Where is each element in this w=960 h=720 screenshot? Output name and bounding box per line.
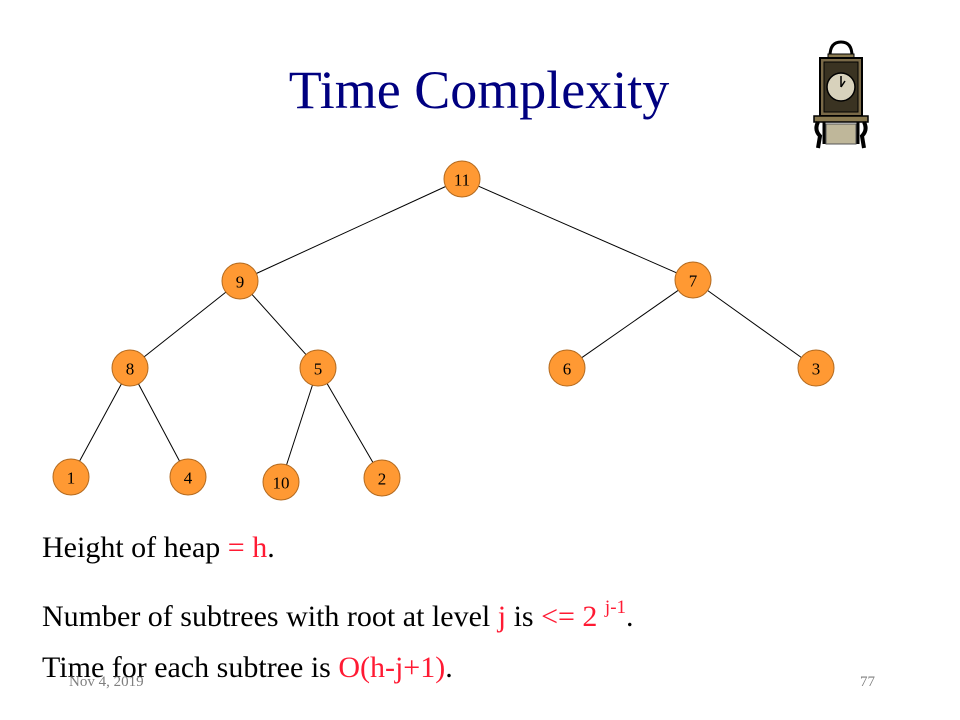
tree-node-circle (797, 349, 835, 387)
tree-node-circle (221, 262, 259, 300)
tree-edge-n9-n8 (143, 291, 227, 358)
bullet-time-value: O(h-j+1) (338, 651, 446, 684)
tree-node-3: 3 (797, 349, 835, 387)
slide-title: Time Complexity (288, 60, 670, 120)
tree-node-label: 1 (67, 469, 76, 488)
tree-node-8: 8 (111, 349, 149, 387)
bullet-subtrees-level: j (497, 600, 507, 633)
bullet-subtrees-mid: is (506, 600, 542, 633)
footer-date: Nov 4, 2019 (69, 674, 144, 690)
tree-node-label: 2 (378, 470, 387, 489)
tree-node-label: 11 (454, 171, 470, 190)
tree-node-label: 6 (563, 360, 572, 379)
bullet-list: Height of heap = h. Number of subtrees w… (42, 518, 634, 698)
tree-node-circle (52, 458, 90, 496)
tree-edge-n11-n9 (256, 186, 446, 274)
tree-node-circle (169, 458, 207, 496)
tree-edge-n7-n3 (707, 290, 802, 358)
tree-node-label: 8 (126, 360, 135, 379)
tree-edge-n8-n4 (138, 383, 180, 462)
tree-node-circle (299, 349, 337, 387)
tree-node-6: 6 (548, 349, 586, 387)
tree-edges (79, 185, 802, 466)
tree-node-circle (443, 160, 481, 198)
tree-edge-n9-n5 (251, 294, 307, 355)
tree-node-circle (262, 463, 300, 501)
bullet-height-text: Height of heap (42, 531, 228, 564)
bullet-subtrees-bound: <= 2 (541, 600, 605, 633)
tree-edge-n7-n6 (581, 289, 679, 359)
bullet-height: Height of heap = h. (42, 518, 634, 578)
tree-node-label: 9 (236, 273, 245, 292)
bullet-height-end: . (267, 531, 275, 564)
tree-edge-n11-n7 (478, 185, 677, 274)
tree-node-label: 5 (314, 360, 323, 379)
bullet-height-value: = h (227, 531, 268, 564)
tree-node-circle (548, 349, 586, 387)
tree-node-9: 9 (221, 262, 259, 300)
tree-node-label: 10 (273, 474, 290, 493)
bullet-time-end: . (445, 651, 453, 684)
tree-node-5: 5 (299, 349, 337, 387)
tree-edge-n5-n2 (326, 383, 374, 463)
tree-node-4: 4 (169, 458, 207, 496)
tree-nodes: 11 9 7 8 5 6 3 1 4 10 2 (52, 160, 835, 501)
tree-node-circle (363, 459, 401, 497)
tree-node-1: 1 (52, 458, 90, 496)
tree-node-circle (674, 261, 712, 299)
bullet-time: Time for each subtree is O(h-j+1). (42, 638, 634, 698)
bullet-subtrees-text: Number of subtrees with root at level (42, 600, 498, 633)
tree-node-10: 10 (262, 463, 300, 501)
tree-node-2: 2 (363, 459, 401, 497)
tree-node-label: 4 (184, 469, 193, 488)
bullet-time-text: Time for each subtree is (42, 651, 339, 684)
pendulum-clock-icon (813, 40, 869, 149)
tree-edge-n5-n10 (286, 384, 313, 466)
footer-page-number: 77 (860, 674, 875, 690)
bullet-subtrees: Number of subtrees with root at level j … (42, 578, 634, 638)
tree-node-label: 3 (812, 360, 821, 379)
bullet-subtrees-exponent: j-1 (604, 597, 627, 618)
bullet-subtrees-end: . (626, 600, 634, 633)
tree-edge-n8-n1 (79, 383, 122, 462)
tree-node-circle (111, 349, 149, 387)
tree-node-7: 7 (674, 261, 712, 299)
tree-node-11: 11 (443, 160, 481, 198)
tree-node-label: 7 (689, 272, 698, 291)
